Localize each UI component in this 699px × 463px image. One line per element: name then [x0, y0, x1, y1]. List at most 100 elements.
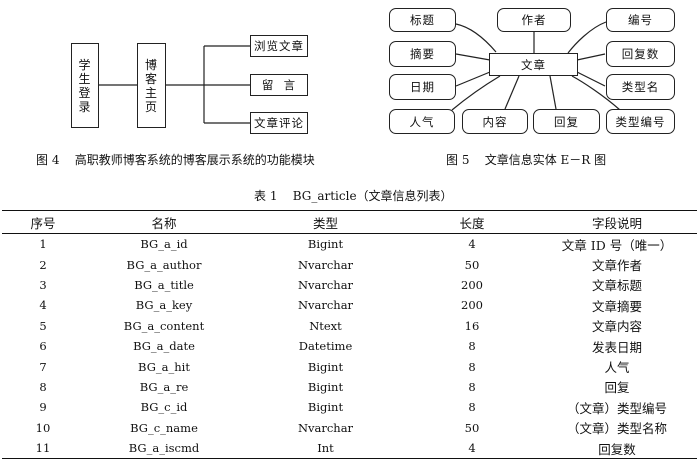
cell-seq: 10 — [35, 420, 51, 435]
cell-length: 50 — [464, 420, 480, 435]
er-node-number-label: 编号 — [628, 13, 653, 27]
student-login-box: 学生登录 — [71, 43, 99, 128]
cell-description: 文章作者 — [591, 258, 642, 274]
cell-length: 200 — [461, 298, 483, 313]
cell-seq: 2 — [39, 257, 47, 272]
cell-name: BG_a_title — [134, 277, 194, 292]
cell-description: 文章摘要 — [591, 298, 642, 314]
article-comments-label: 文章评论 — [254, 116, 304, 130]
er-node-date-label: 日期 — [410, 80, 435, 94]
er-node-type-number: 类型编号 — [606, 109, 675, 134]
cell-length: 8 — [468, 400, 476, 415]
cell-length: 4 — [468, 237, 476, 252]
er-node-title: 标题 — [389, 8, 456, 32]
er-node-author-label: 作者 — [521, 13, 547, 27]
er-node-type-name: 类型名 — [606, 74, 675, 100]
cell-type: Bigint — [307, 237, 344, 252]
student-login-label: 学生登录 — [78, 57, 92, 114]
er-node-content-label: 内容 — [482, 114, 508, 129]
leave-message-label: 留 言 — [261, 78, 297, 92]
cell-length: 16 — [464, 318, 480, 333]
cell-name: BG_a_hit — [138, 359, 190, 374]
cell-type: Bigint — [307, 400, 344, 415]
cell-name: BG_c_id — [140, 400, 188, 415]
er-node-reply-count-label: 回复数 — [621, 47, 660, 61]
er-node-content: 内容 — [462, 109, 528, 134]
table-row: 5 BG_a_content Ntext 16 文章内容 — [2, 316, 697, 336]
browse-articles-label: 浏览文章 — [254, 39, 304, 53]
er-entity-article: 文章 — [489, 53, 578, 76]
cell-name: BG_a_re — [139, 379, 189, 394]
cell-seq: 11 — [2, 437, 84, 460]
cell-type: Ntext — [309, 318, 342, 333]
cell-name: BG_a_content — [123, 318, 205, 333]
cell-description: （文章）类型编号 — [566, 400, 667, 416]
cell-seq: 8 — [39, 379, 47, 394]
cell-seq: 9 — [39, 400, 47, 415]
er-node-title-label: 标题 — [410, 13, 435, 27]
cell-length: 200 — [461, 277, 483, 292]
cell-description: 人气 — [604, 360, 630, 376]
cell-name: BG_a_key — [135, 298, 193, 313]
cell-length: 8 — [468, 339, 476, 354]
header-type: 类型 — [244, 210, 407, 234]
header-name: 名称 — [84, 210, 244, 234]
er-node-type-number-label: 类型编号 — [615, 114, 666, 129]
table-row: 2 BG_a_author Nvarchar 50 文章作者 — [2, 254, 697, 274]
cell-type: Nvarchar — [297, 257, 354, 272]
er-node-reply-label: 回复 — [554, 114, 579, 129]
er-node-type-name-label: 类型名 — [621, 80, 660, 94]
cell-type: Bigint — [307, 359, 344, 374]
cell-seq: 1 — [39, 237, 47, 252]
er-node-popularity-label: 人气 — [409, 114, 435, 129]
cell-description: 文章 ID 号（唯一） — [561, 237, 673, 253]
cell-description: 发表日期 — [591, 339, 642, 355]
leave-message-box: 留 言 — [250, 74, 308, 96]
cell-seq: 6 — [39, 339, 47, 354]
table-header-row: 序号 名称 类型 长度 字段说明 — [2, 210, 697, 234]
header-seq: 序号 — [2, 210, 84, 234]
header-length: 长度 — [407, 210, 537, 234]
cell-length: 4 — [407, 437, 537, 460]
header-description: 字段说明 — [537, 210, 697, 234]
cell-description: 文章标题 — [591, 278, 642, 294]
blog-homepage-box: 博客主页 — [137, 43, 166, 128]
cell-type: Bigint — [307, 379, 344, 394]
cell-seq: 3 — [39, 277, 47, 292]
table-row: 9 BG_c_id Bigint 8 （文章）类型编号 — [2, 397, 697, 417]
er-node-popularity: 人气 — [389, 109, 455, 134]
blog-homepage-label: 博客主页 — [144, 57, 158, 114]
er-node-number: 编号 — [606, 8, 675, 32]
cell-description: 回复 — [604, 380, 630, 396]
er-node-reply-count: 回复数 — [606, 41, 675, 67]
cell-length: 50 — [464, 257, 480, 272]
cell-seq: 5 — [39, 318, 47, 333]
cell-name: BG_a_iscmd — [84, 437, 244, 460]
cell-name: BG_a_date — [133, 339, 195, 354]
er-node-date: 日期 — [389, 74, 456, 100]
table-row: 1 BG_a_id Bigint 4 文章 ID 号（唯一） — [2, 234, 697, 255]
fig4-connectors — [98, 45, 251, 124]
er-node-summary: 摘要 — [389, 41, 456, 67]
cell-name: BG_a_author — [126, 257, 202, 272]
cell-name: BG_a_id — [140, 237, 188, 252]
cell-length: 8 — [468, 379, 476, 394]
cell-description: （文章）类型名称 — [566, 421, 667, 437]
er-node-author: 作者 — [497, 8, 571, 32]
cell-type: Nvarchar — [297, 298, 354, 313]
er-node-reply: 回复 — [533, 109, 600, 134]
table-1-caption: 表 1 BG_article（文章信息列表） — [254, 189, 453, 203]
fig5-connectors — [451, 21, 621, 111]
figure-4-caption: 图 4 高职教师博客系统的博客展示系统的功能模块 — [36, 153, 315, 167]
er-entity-article-label: 文章 — [521, 57, 546, 72]
table-row: 8 BG_a_re Bigint 8 回复 — [2, 377, 697, 397]
cell-description: 文章内容 — [591, 319, 642, 335]
figure-5-caption: 图 5 文章信息实体 E－R 图 — [446, 153, 607, 167]
